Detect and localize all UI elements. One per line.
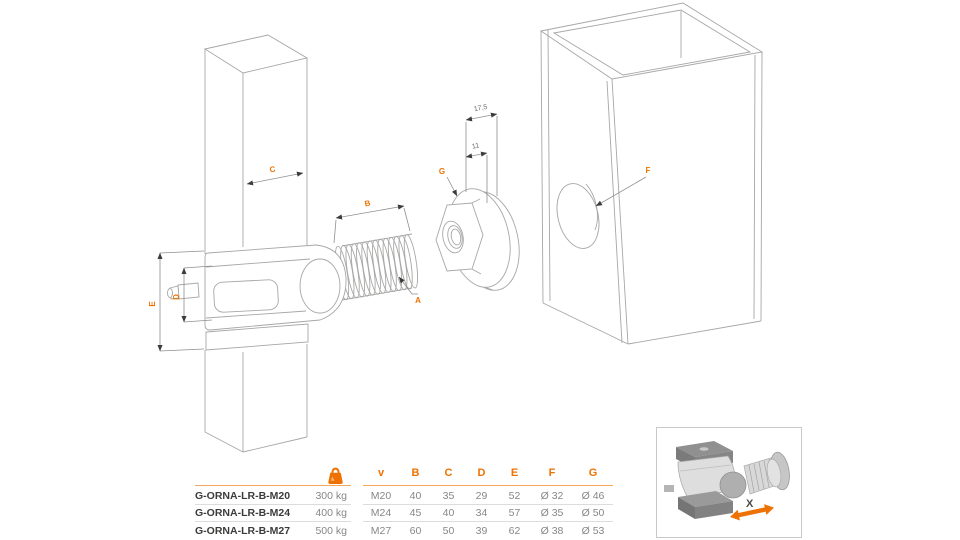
- hinge-body: [167, 244, 347, 351]
- cell-g: Ø 53: [581, 524, 605, 537]
- table-header-row: v B C D E F G: [195, 461, 613, 488]
- table-row: G-ORNA-LR-B-M27 500 kg M27 60 50 39 62 Ø…: [195, 522, 604, 539]
- leader-f: [595, 176, 647, 207]
- cell-v: M27: [370, 524, 392, 537]
- inset-illustration: X: [656, 427, 802, 538]
- hinge-post-drawing: [167, 34, 421, 453]
- dim-line-17-5: [465, 112, 498, 122]
- cell-f: Ø 38: [540, 524, 564, 537]
- table-row: G-ORNA-LR-B-M24 400 kg M24 45 40 34 57 Ø…: [195, 505, 613, 522]
- header-g: G: [573, 461, 613, 486]
- header-name-empty: [195, 461, 305, 486]
- dim-11: 11: [471, 142, 480, 150]
- nut-dimensions: [446, 112, 498, 203]
- label-g: G: [439, 167, 445, 176]
- tube-labels: F: [595, 166, 651, 207]
- leader-a: [398, 276, 418, 295]
- cell-d: 29: [465, 488, 498, 505]
- header-f: F: [531, 461, 573, 486]
- lower-clamp-plate: [205, 323, 309, 351]
- grease-nipple: [167, 282, 200, 300]
- cell-c: 50: [442, 524, 455, 537]
- label-x: X: [746, 498, 754, 510]
- cell-f: Ø 35: [531, 505, 573, 522]
- cell-e: 52: [498, 488, 531, 505]
- product-name: G-ORNA-LR-B-M24: [195, 505, 305, 522]
- square-tube-drawing: [539, 2, 764, 345]
- cell-e: 57: [498, 505, 531, 522]
- cell-f: Ø 32: [531, 488, 573, 505]
- dim-17-5: 17,5: [473, 104, 488, 113]
- dim-line-11: [465, 151, 488, 159]
- cell-d: 39: [475, 524, 488, 537]
- header-d: D: [465, 461, 498, 486]
- cell-v: M24: [363, 505, 399, 522]
- cell-b: 40: [399, 488, 432, 505]
- dim-line-c: [246, 171, 304, 186]
- nut-thread-hole: [442, 220, 464, 254]
- product-name: G-ORNA-LR-B-M27: [195, 524, 291, 537]
- cell-weight: 400 kg: [305, 505, 351, 522]
- cell-b: 45: [399, 505, 432, 522]
- dim-line-b: [335, 204, 405, 220]
- table-row: G-ORNA-LR-B-M20 300 kg M20 40 35 29 52 Ø…: [195, 488, 613, 505]
- cell-weight: 500 kg: [315, 524, 347, 537]
- leader-g: [446, 176, 458, 197]
- weight-icon: [305, 461, 351, 485]
- cell-c: 40: [432, 505, 465, 522]
- header-gap: [351, 461, 363, 486]
- threaded-rod: [332, 233, 421, 301]
- square-post-upper: [203, 34, 309, 254]
- cell-g: Ø 50: [573, 505, 613, 522]
- product-name: G-ORNA-LR-B-M20: [195, 488, 305, 505]
- spec-table: v B C D E F G G-ORNA-LR-B-M20 300 kg M20…: [195, 461, 613, 539]
- cell-c: 35: [432, 488, 465, 505]
- label-e: E: [148, 301, 157, 307]
- hinge-dim-labels: C B E D A: [148, 165, 421, 307]
- cell-d: 34: [465, 505, 498, 522]
- cell-b: 60: [409, 524, 422, 537]
- label-f: F: [646, 166, 651, 175]
- label-a: A: [415, 296, 421, 305]
- cell-e: 62: [508, 524, 521, 537]
- label-b: B: [364, 199, 371, 209]
- header-c: C: [432, 461, 465, 486]
- cell-weight: 300 kg: [305, 488, 351, 505]
- header-b: B: [399, 461, 432, 486]
- cell-v: M20: [363, 488, 399, 505]
- square-post-lower: [204, 344, 308, 453]
- adjustment-arrow-icon: [730, 504, 775, 521]
- label-c: C: [269, 165, 277, 175]
- flange-nut-drawing: [435, 188, 520, 291]
- header-e: E: [498, 461, 531, 486]
- label-d: D: [172, 294, 181, 300]
- header-v: v: [363, 461, 399, 486]
- hinge-dimensions: [157, 171, 418, 352]
- cell-g: Ø 46: [573, 488, 613, 505]
- nut-dim-labels: 17,5 11 G: [439, 104, 488, 176]
- header-weight: [305, 461, 351, 486]
